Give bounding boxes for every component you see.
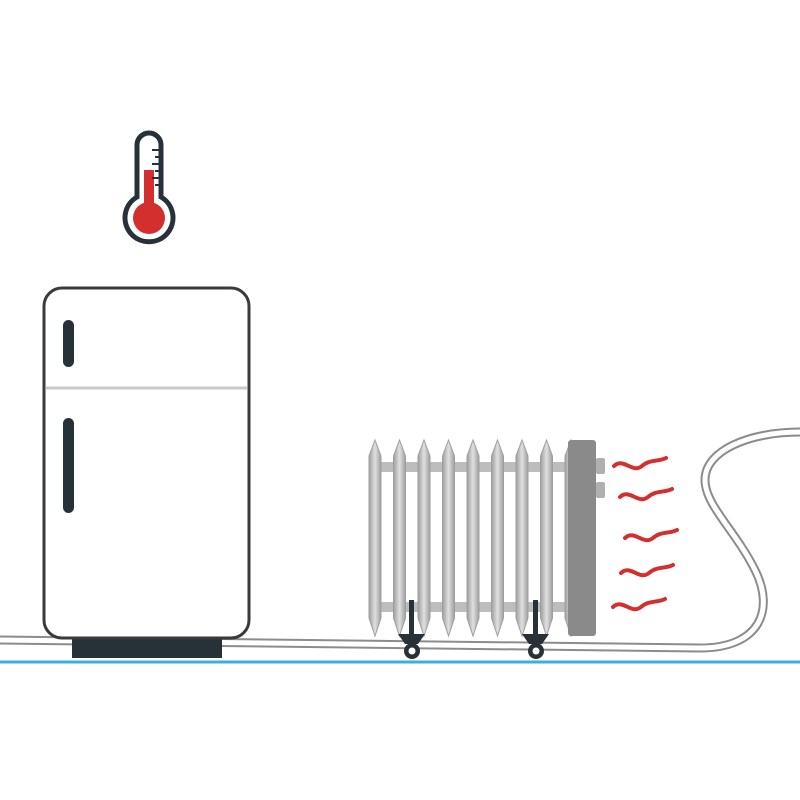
radiator-fin [540,438,553,638]
heat-waves-icon [611,456,679,612]
radiator-fin [417,438,431,638]
heat-wave [619,563,675,578]
radiator-knob-bottom [596,482,605,498]
fridge-body [42,286,251,640]
heat-wave [618,487,674,502]
heat-wave [611,597,667,612]
radiator-control-panel [568,440,596,636]
fridge-icon [42,286,251,658]
heat-wave [612,456,668,471]
fridge-handle [63,418,74,513]
radiator-knob-top [596,458,605,474]
caster-wheel-right [522,600,549,659]
freezer-handle [63,320,74,367]
radiator-fins [368,438,578,638]
thermometer-icon [122,130,176,245]
radiator-fin [466,438,480,638]
radiator-fin [491,438,504,638]
fridge-base [72,636,222,658]
radiator-fin [393,438,406,638]
oil-radiator-icon [368,438,605,659]
radiator-fin [368,438,382,638]
radiator-fin [442,438,455,638]
heat-wave [623,528,679,543]
power-cord-icon [0,427,800,653]
caster-wheel-left [398,600,425,659]
radiator-fin [515,438,529,638]
